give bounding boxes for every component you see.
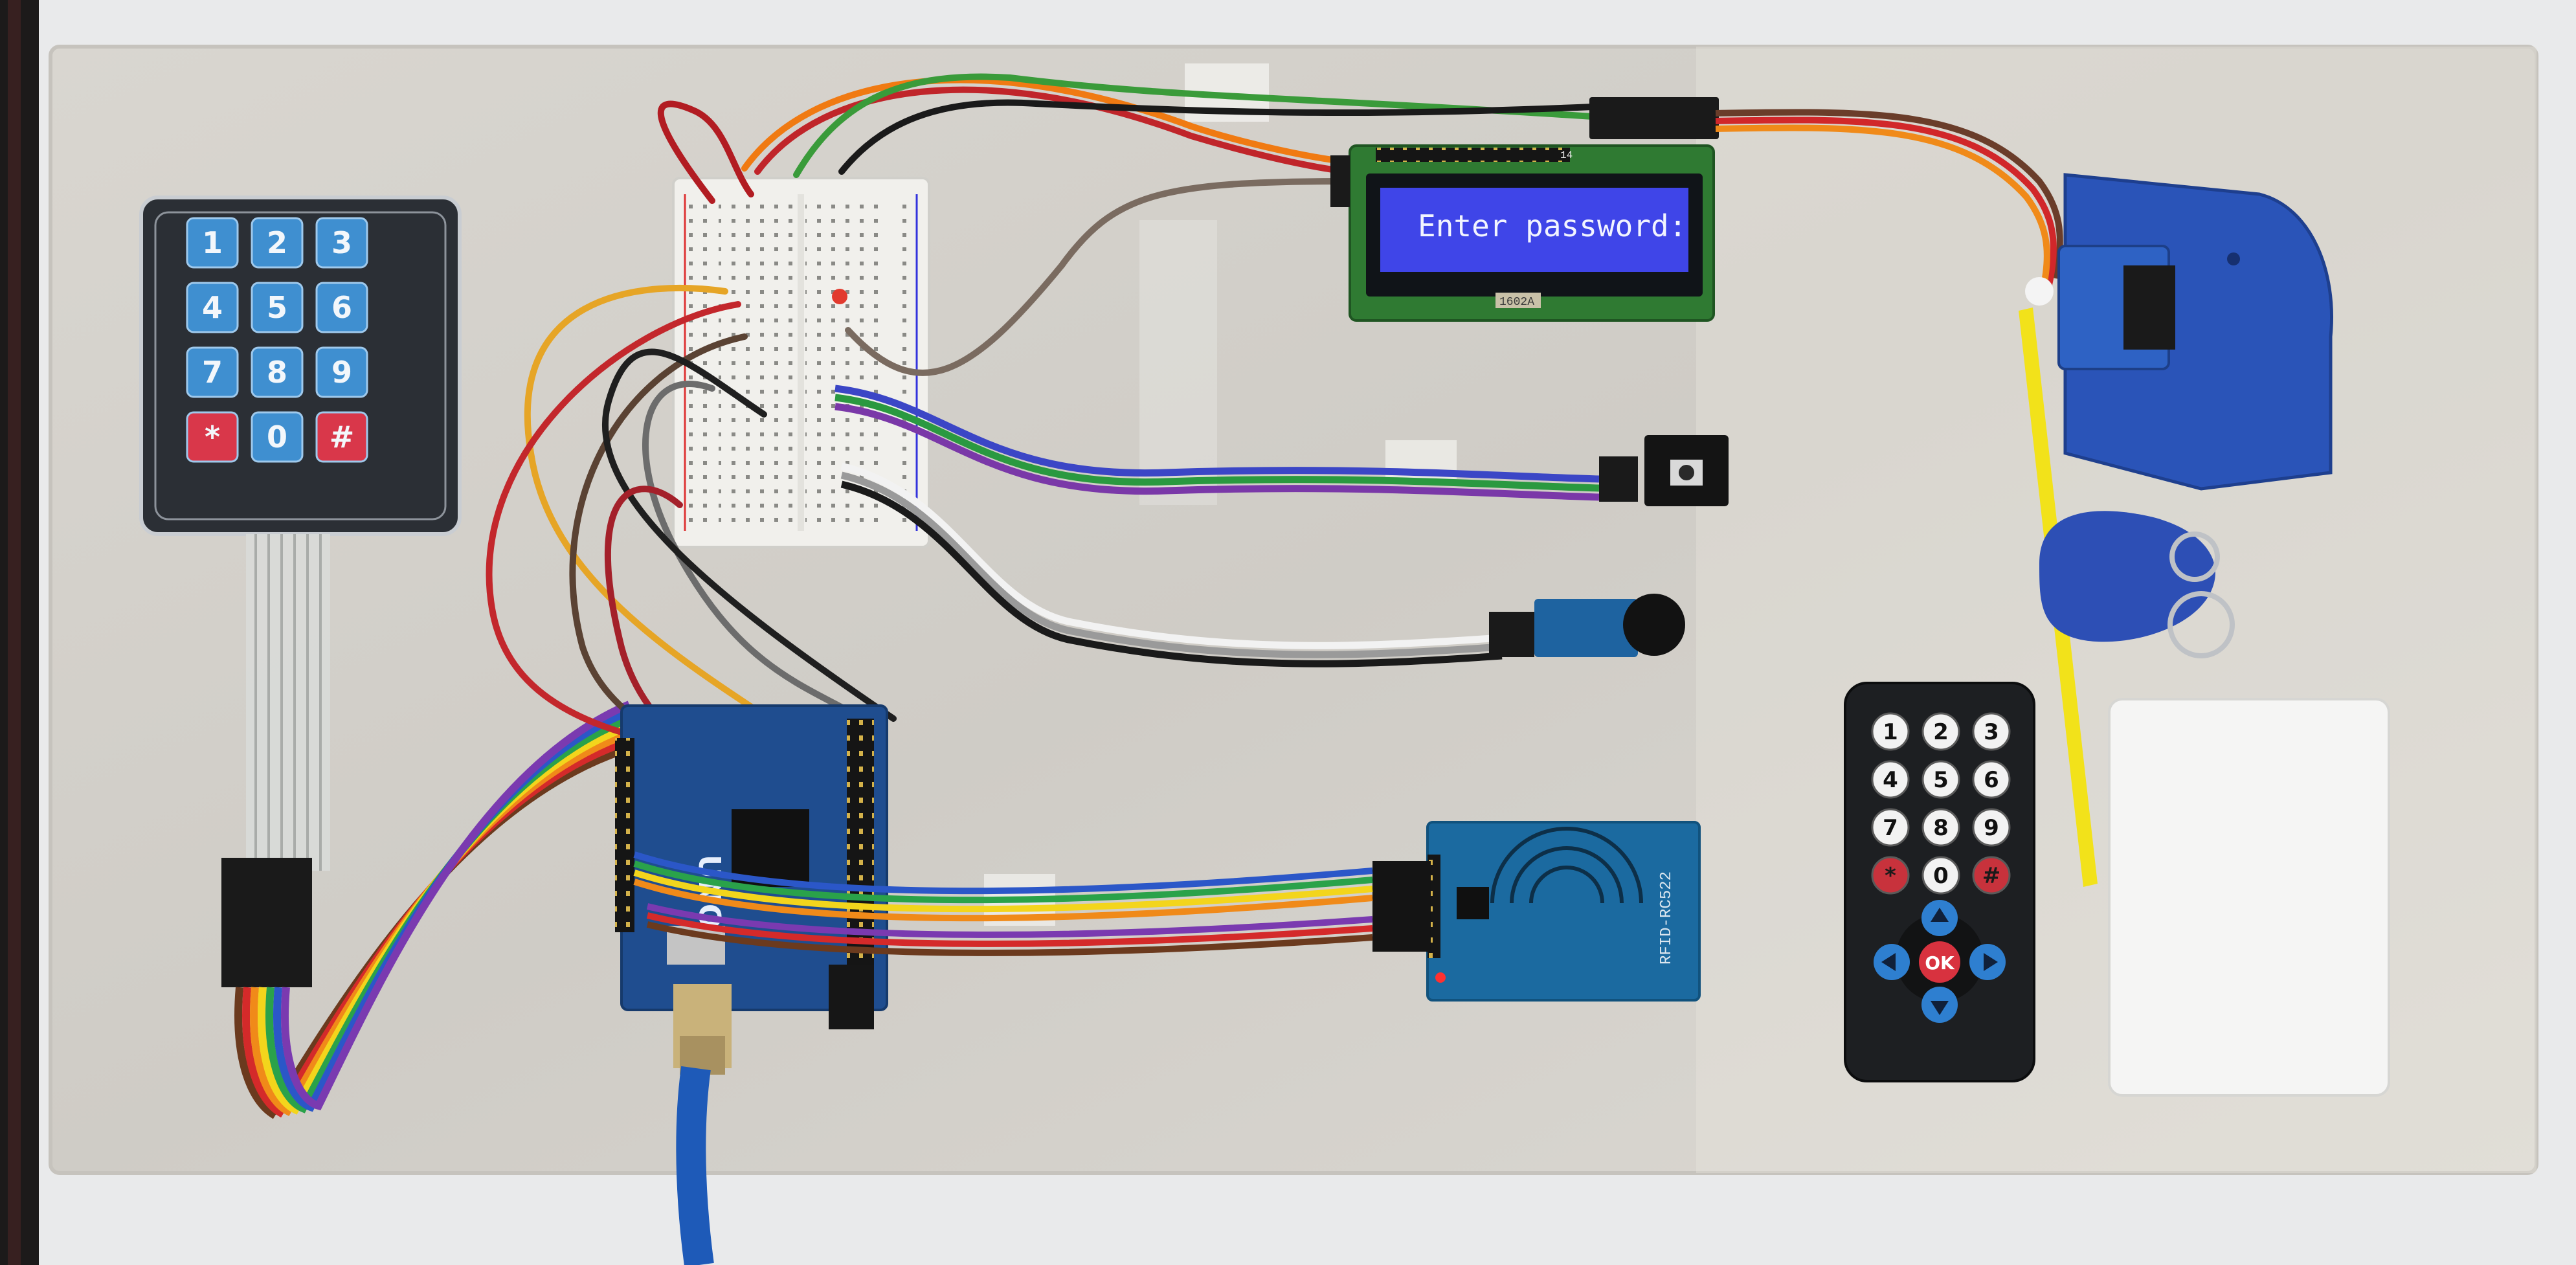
rfid-label: RFID-RC522 xyxy=(1658,871,1675,965)
keypad-key-3[interactable]: 3 xyxy=(315,217,368,269)
remote-key-label: 3 xyxy=(1984,719,1999,745)
sensor-cables xyxy=(834,385,1600,667)
remote-key-label: * xyxy=(1885,863,1896,889)
remote-key-label: 2 xyxy=(1933,719,1949,745)
remote-key-9[interactable]: 9 xyxy=(1972,808,2011,847)
keypad-key-hash[interactable]: # xyxy=(315,411,368,463)
buzzer-module xyxy=(1489,594,1685,657)
remote-key-7[interactable]: 7 xyxy=(1871,808,1910,847)
keypad-key-label: 6 xyxy=(331,290,352,325)
servo-cable xyxy=(1715,109,2063,293)
keypad-key-6[interactable]: 6 xyxy=(315,282,368,333)
rfid-key-fob xyxy=(2039,511,2235,658)
remote-key-label: # xyxy=(1982,863,2001,889)
remote-key-label: 4 xyxy=(1883,767,1898,793)
remote-key-4[interactable]: 4 xyxy=(1871,760,1910,799)
keypad-key-label: 1 xyxy=(202,225,223,260)
lcd-screen xyxy=(1380,188,1688,272)
remote-key-label: 0 xyxy=(1933,863,1949,889)
servo-housing xyxy=(2025,173,2333,491)
remote-key-6[interactable]: 6 xyxy=(1972,760,2011,799)
remote-key-label: 8 xyxy=(1933,815,1949,841)
lcd-header-label: 14 xyxy=(1560,150,1573,161)
keypad-key-label: 5 xyxy=(267,290,287,325)
keypad-key-label: 2 xyxy=(267,225,287,260)
remote-key-label: 7 xyxy=(1883,815,1898,841)
remote-key-label: 5 xyxy=(1933,767,1949,793)
keypad-key-0[interactable]: 0 xyxy=(251,411,304,463)
breadboard xyxy=(672,177,930,548)
remote-key-1[interactable]: 1 xyxy=(1871,712,1910,751)
keypad-key-label: 3 xyxy=(331,225,352,260)
keypad-key-2[interactable]: 2 xyxy=(251,217,304,269)
keypad-key-9[interactable]: 9 xyxy=(315,346,368,398)
keypad-ribbon-cable xyxy=(221,534,330,987)
keypad-key-label: # xyxy=(330,420,355,454)
remote-key-hash[interactable]: # xyxy=(1972,856,2011,895)
remote-key-star[interactable]: * xyxy=(1871,856,1910,895)
keypad-key-7[interactable]: 7 xyxy=(186,346,239,398)
remote-key-label: 9 xyxy=(1984,815,1999,841)
push-button-module xyxy=(1599,435,1729,506)
keypad-key-5[interactable]: 5 xyxy=(251,282,304,333)
keypad-key-label: 4 xyxy=(202,290,223,325)
remote-key-5[interactable]: 5 xyxy=(1921,760,1960,799)
keypad-key-4[interactable]: 4 xyxy=(186,282,239,333)
keypad-key-label: 9 xyxy=(331,355,352,390)
keypad-key-label: 8 xyxy=(267,355,287,390)
rfid-reader xyxy=(1372,821,1701,1002)
remote-key-label: 1 xyxy=(1883,719,1898,745)
keypad-key-label: 0 xyxy=(267,420,287,454)
keypad-key-1[interactable]: 1 xyxy=(186,217,239,269)
rfid-cables xyxy=(633,851,1373,956)
rainbow-ribbon-wires xyxy=(234,700,631,1119)
lcd-module xyxy=(1330,97,1719,322)
remote-key-3[interactable]: 3 xyxy=(1972,712,2011,751)
keypad-key-label: 7 xyxy=(202,355,223,390)
keypad-key-star[interactable]: * xyxy=(186,411,239,463)
usb-cable xyxy=(673,984,732,1265)
remote-key-8[interactable]: 8 xyxy=(1921,808,1960,847)
remote-nav-pad xyxy=(1874,900,2006,1023)
remote-ok-button[interactable] xyxy=(1919,941,1960,983)
remote-key-2[interactable]: 2 xyxy=(1921,712,1960,751)
keypad-key-8[interactable]: 8 xyxy=(251,346,304,398)
remote-key-0[interactable]: 0 xyxy=(1921,856,1960,895)
rfid-card xyxy=(2108,698,2390,1097)
remote-ok-label: OK xyxy=(1925,952,1955,974)
remote-key-label: 6 xyxy=(1984,767,1999,793)
lcd-model-label: 1602A xyxy=(1499,296,1534,309)
lcd-message: Enter password: xyxy=(1418,208,1686,243)
keypad-key-label: * xyxy=(205,420,220,454)
